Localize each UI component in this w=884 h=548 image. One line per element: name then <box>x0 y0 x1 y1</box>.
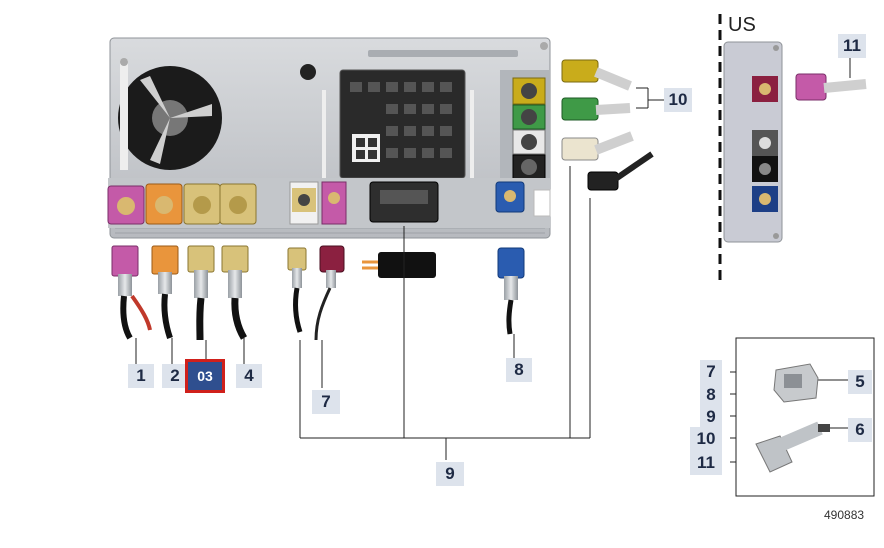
head-unit <box>107 37 551 239</box>
region-label: US <box>728 14 756 36</box>
callout-8: 8 <box>506 358 532 382</box>
callout-lines <box>135 87 664 460</box>
inset-detail <box>730 337 875 497</box>
inset-callout-7: 7 <box>700 360 722 384</box>
inset-callout-9: 9 <box>700 405 722 429</box>
callout-1: 1 <box>128 364 154 388</box>
callout-10: 10 <box>664 88 692 112</box>
callout-2: 2 <box>162 364 188 388</box>
callout-7: 7 <box>312 390 340 414</box>
inset-callout-8: 8 <box>700 383 722 407</box>
callout-11: 11 <box>838 34 866 58</box>
us-variant <box>718 14 867 280</box>
inset-callout-5: 5 <box>848 370 872 394</box>
diagram-part-number: 490883 <box>824 508 865 522</box>
inset-callout-6: 6 <box>848 418 872 442</box>
loose-connectors <box>111 59 654 341</box>
callout-3-selected[interactable]: 03 <box>185 359 225 393</box>
inset-callout-10: 10 <box>690 427 722 451</box>
callout-4: 4 <box>236 364 262 388</box>
callout-9: 9 <box>436 462 464 486</box>
inset-callout-11: 11 <box>690 451 722 475</box>
